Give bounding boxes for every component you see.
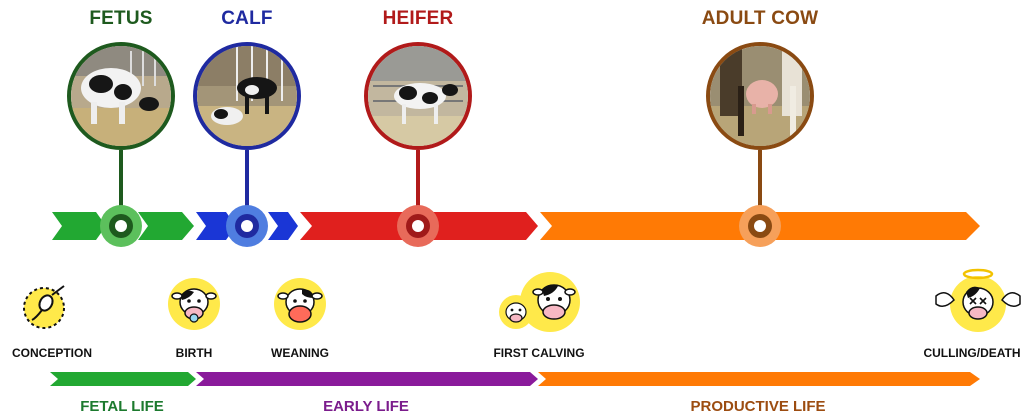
node-adult-cow (739, 205, 781, 247)
event-label-first-calving: FIRST CALVING (493, 346, 585, 360)
stage-title-calf: CALF (221, 8, 273, 29)
event-label-culling-death: CULLING/DEATH (923, 346, 1021, 360)
heifer-photo (364, 42, 472, 150)
birth-cow-icon (164, 274, 224, 334)
stage-title-adult-cow: ADULT COW (701, 8, 819, 29)
event-label-conception: CONCEPTION (11, 346, 92, 360)
culling-death-cow-icon (930, 266, 1026, 334)
calf-photo (193, 42, 301, 150)
arrow-blue-1 (196, 212, 236, 240)
phase-bar-early-life (196, 372, 538, 386)
weaning-cow-icon (270, 274, 330, 334)
phase-label-early-life: EARLY LIFE (323, 398, 409, 415)
node-heifer (397, 205, 439, 247)
first-calving-cows-icon (498, 270, 584, 334)
arrow-green-1 (52, 212, 106, 240)
phase-bar-productive-life (538, 372, 980, 386)
adult-cow-photo (706, 42, 814, 150)
phase-label-productive-life: PRODUCTIVE LIFE (690, 398, 826, 415)
fetus-photo (67, 42, 175, 150)
phase-bar-fetal-life (50, 372, 196, 386)
stage-title-heifer: HEIFER (382, 8, 454, 29)
event-label-weaning: WEANING (271, 346, 329, 360)
arrow-green-2 (138, 212, 194, 240)
stage-title-fetus: FETUS (89, 8, 153, 29)
conception-icon (18, 278, 74, 334)
arrow-blue-2 (268, 212, 298, 240)
node-calf (226, 205, 268, 247)
phase-label-fetal-life: FETAL LIFE (80, 398, 164, 415)
event-label-birth: BIRTH (175, 346, 213, 360)
node-fetus (100, 205, 142, 247)
